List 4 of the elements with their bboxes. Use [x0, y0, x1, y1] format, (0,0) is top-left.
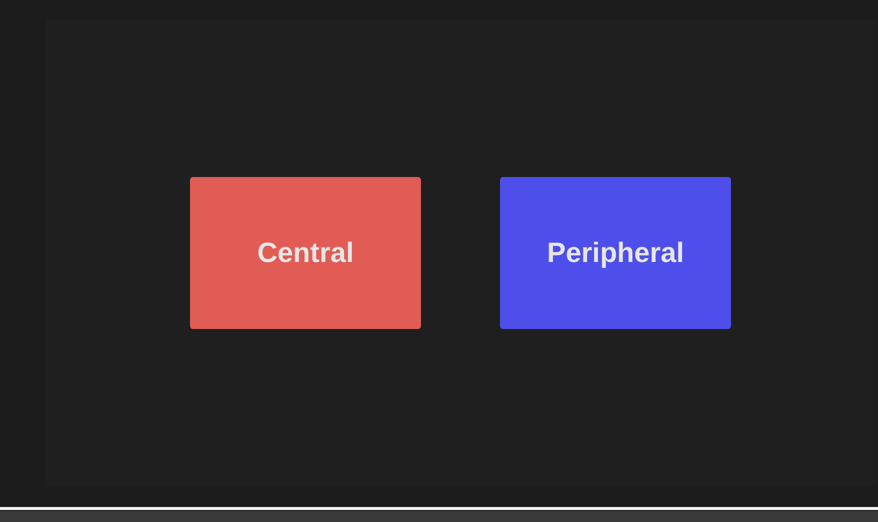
category-box	[190, 177, 421, 329]
node-label: Peripheral	[547, 237, 684, 269]
category-box	[500, 177, 731, 329]
node-label: Central	[257, 237, 354, 269]
